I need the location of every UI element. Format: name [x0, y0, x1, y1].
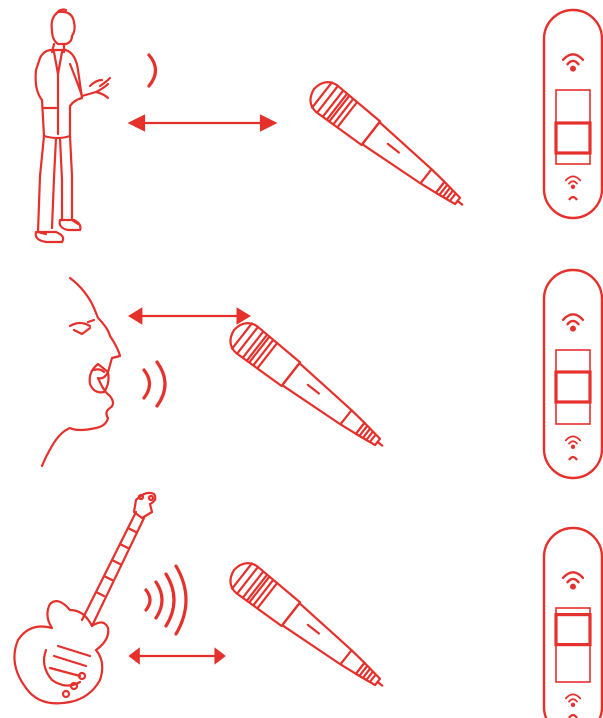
sound-waves-icon: [149, 55, 156, 86]
sound-waves-icon: [146, 566, 186, 634]
gain-slider-icon: [544, 10, 602, 218]
signal-low-icon: [566, 436, 580, 448]
microphone-icon: [224, 316, 393, 459]
distance-arrow: [130, 649, 224, 663]
gain-slider-knob: [556, 372, 590, 402]
signal-min-icon: [569, 197, 577, 200]
signal-low-icon: [566, 176, 580, 188]
person-speaking-icon: [36, 10, 110, 243]
gain-slider-icon: [544, 270, 602, 478]
gain-slider-icon: [544, 528, 602, 718]
sound-waves-icon: [144, 362, 165, 406]
row-singer: [42, 270, 602, 478]
singing-face-icon: [42, 278, 120, 466]
signal-high-icon: [563, 54, 583, 70]
distance-arrow: [130, 116, 275, 130]
gain-slider-knob: [556, 123, 590, 153]
signal-high-icon: [563, 314, 583, 330]
electric-guitar-icon: [14, 493, 155, 704]
distance-arrow: [130, 309, 249, 323]
microphone-icon: [224, 556, 393, 699]
signal-min-icon: [569, 457, 577, 460]
row-speaker: [36, 10, 602, 243]
microphone-icon: [304, 75, 473, 218]
gain-slider-track: [556, 350, 590, 424]
signal-low-icon: [566, 694, 580, 706]
gain-slider-knob: [556, 615, 590, 645]
row-electric-guitar: [14, 493, 602, 718]
gain-panel-frame: [544, 528, 602, 718]
signal-high-icon: [563, 572, 583, 588]
